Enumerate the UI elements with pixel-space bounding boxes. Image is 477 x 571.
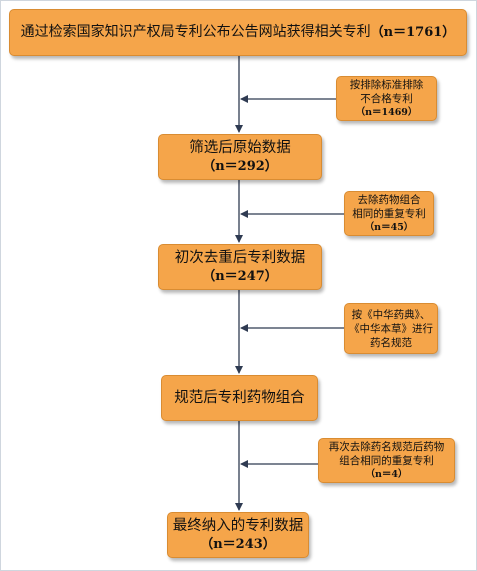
step-3-label: 初次去重后专利数据 <box>174 250 306 266</box>
step-1-label: 通过检索国家知识产权局专利公布公告网站获得相关专利 <box>20 24 371 40</box>
step-1-box: 通过检索国家知识产权局专利公布公告网站获得相关专利（n＝1761） <box>9 9 467 56</box>
exclusion-4-line2: 组合相同的重复专利 <box>339 455 434 467</box>
exclusion-1-box: 按排除标准排除 不合格专利 （n＝1469） <box>336 76 437 121</box>
step-2-box: 筛选后原始数据 （n＝292） <box>158 134 322 180</box>
exclusion-3-line2: 《中华本草》进行 <box>349 322 433 335</box>
exclusion-1-count: （n＝1469） <box>355 107 418 118</box>
step-4-box: 规范后专利药物组合 <box>161 375 318 421</box>
exclusion-4-count: （n＝4） <box>365 469 408 480</box>
exclusion-2-line1: 去除药物组合 <box>357 194 421 206</box>
step-5-count: （n＝243） <box>200 537 276 552</box>
step-4-label: 规范后专利药物组合 <box>174 389 305 406</box>
exclusion-3-line1: 按《中华药典》、 <box>351 308 431 321</box>
exclusion-1-line1: 按排除标准排除 <box>349 79 424 91</box>
exclusion-2-box: 去除药物组合 相同的重复专利 （n＝45） <box>344 191 434 236</box>
step-2-count: （n＝292） <box>202 159 278 174</box>
exclusion-1-line2: 不合格专利 <box>360 93 413 105</box>
step-1-line: 通过检索国家知识产权局专利公布公告网站获得相关专利（n＝1761） <box>21 23 456 42</box>
exclusion-2-count: （n＝45） <box>364 222 414 233</box>
exclusion-3-box: 按《中华药典》、 《中华本草》进行 药名规范 <box>344 303 438 354</box>
exclusion-4-box: 再次去除药名规范后药物 组合相同的重复专利 （n＝4） <box>318 438 455 483</box>
exclusion-3-line3: 药名规范 <box>370 336 412 349</box>
exclusion-2-line2: 相同的重复专利 <box>352 208 426 220</box>
step-3-box: 初次去重后专利数据 （n＝247） <box>158 244 322 290</box>
step-2-label: 筛选后原始数据 <box>189 140 291 156</box>
step-3-count: （n＝247） <box>202 269 278 284</box>
step-5-label: 最终纳入的专利数据 <box>172 518 304 534</box>
step-1-count: （n＝1761） <box>370 25 456 40</box>
step-5-box: 最终纳入的专利数据 （n＝243） <box>167 512 309 558</box>
exclusion-4-line1: 再次去除药名规范后药物 <box>328 441 445 453</box>
